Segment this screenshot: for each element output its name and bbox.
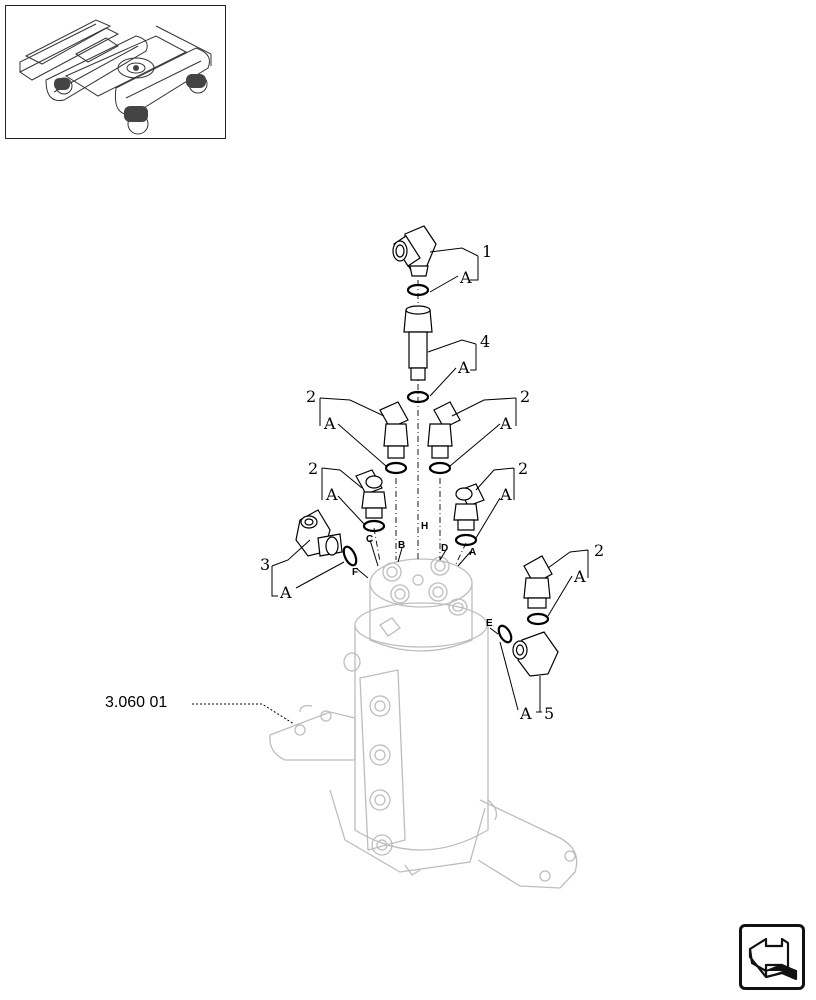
side-elbow-3 bbox=[295, 509, 343, 557]
elbow-fitting-1 bbox=[392, 225, 437, 277]
callout-5: 5 bbox=[544, 704, 554, 723]
o-ring-3 bbox=[342, 545, 358, 567]
callout-2-upper-right: 2 bbox=[520, 387, 530, 406]
callout-a-3: A bbox=[279, 583, 292, 602]
port-h: H bbox=[421, 521, 428, 532]
callout-labels: 1 A 4 A 2 A 2 A 2 A 2 A 3 A 2 A A 5 bbox=[260, 242, 604, 723]
port-labels: C B H D A E F bbox=[352, 521, 493, 629]
callout-a-4: A bbox=[457, 358, 470, 377]
elbow-middle-left bbox=[355, 469, 387, 519]
elbow-middle-right bbox=[453, 483, 485, 531]
callout-leaders bbox=[192, 247, 589, 725]
o-ring-right-side bbox=[526, 612, 550, 626]
callout-2-upper-left: 2 bbox=[306, 387, 316, 406]
overview-thumbnail bbox=[5, 5, 226, 139]
port-b: B bbox=[398, 540, 405, 551]
reference-label[interactable]: 3.060 01 bbox=[105, 694, 168, 711]
fitting-45-upper-right bbox=[427, 401, 461, 459]
port-e: E bbox=[486, 618, 493, 629]
excavator-undercarriage-thumbnail bbox=[19, 19, 212, 135]
o-ring-1 bbox=[406, 283, 430, 297]
o-ring-upper-left bbox=[384, 461, 408, 475]
o-ring-4 bbox=[406, 390, 430, 404]
fitting-45-right-side bbox=[523, 555, 553, 609]
callout-4: 4 bbox=[480, 332, 490, 351]
callout-1: 1 bbox=[482, 242, 492, 261]
callout-a-5: A bbox=[519, 704, 532, 723]
next-page-arrow-icon bbox=[748, 937, 798, 981]
callout-a-right-side: A bbox=[573, 567, 586, 586]
o-ring-middle-right bbox=[454, 533, 478, 547]
callout-a-middle-left: A bbox=[325, 485, 338, 504]
elbow-fitting-5 bbox=[512, 631, 559, 677]
callout-2-middle-right: 2 bbox=[518, 459, 528, 478]
callout-a-upper-left: A bbox=[323, 414, 336, 433]
o-ring-upper-right bbox=[428, 461, 452, 475]
next-page-button[interactable] bbox=[739, 924, 805, 990]
extension-fitting-4 bbox=[403, 305, 433, 381]
port-c: C bbox=[366, 534, 373, 545]
callout-2-right-side: 2 bbox=[594, 541, 604, 560]
callout-3: 3 bbox=[260, 555, 270, 574]
port-f: F bbox=[352, 567, 358, 578]
o-ring-middle-left bbox=[362, 519, 386, 533]
port-d: D bbox=[441, 543, 448, 554]
callout-a-upper-right: A bbox=[499, 414, 512, 433]
callout-a-1: A bbox=[459, 268, 472, 287]
callout-a-middle-right: A bbox=[499, 485, 512, 504]
rotary-joint-housing bbox=[269, 556, 578, 889]
fitting-45-upper-left bbox=[379, 401, 409, 459]
port-a: A bbox=[469, 547, 476, 558]
callout-2-middle-left: 2 bbox=[308, 459, 318, 478]
assembly-axis-lines bbox=[373, 280, 467, 567]
o-ring-5 bbox=[497, 624, 513, 644]
